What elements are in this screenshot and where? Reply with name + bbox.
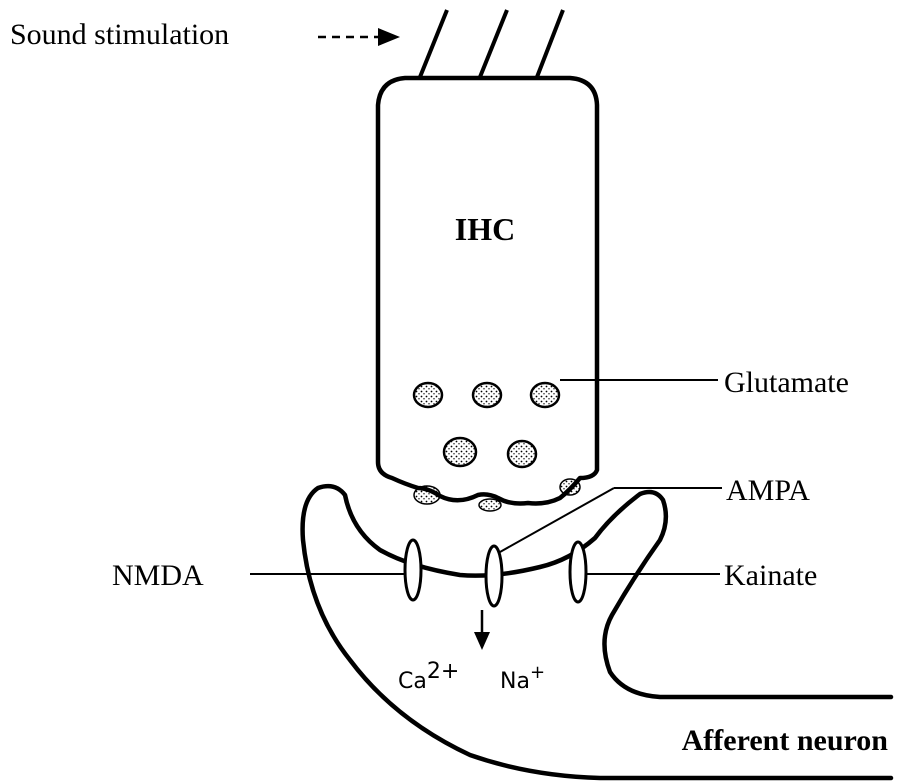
ihc-label: IHC xyxy=(455,211,515,247)
calcium-ion-label: Ca2+ xyxy=(398,659,459,694)
ion-flow-arrow xyxy=(474,610,490,650)
ampa-label: AMPA xyxy=(726,474,810,507)
sound-stimulation-label: Sound stimulation xyxy=(10,18,229,51)
afferent-neuron-label: Afferent neuron xyxy=(682,724,889,757)
inner-hair-cell xyxy=(378,78,597,503)
stereocilia xyxy=(420,10,563,77)
stimulation-arrow xyxy=(318,28,400,46)
sodium-ion-label: Na+ xyxy=(500,662,545,694)
ampa-receptor xyxy=(486,546,502,606)
nmda-receptor xyxy=(405,540,421,600)
kainate-label: Kainate xyxy=(724,559,817,592)
glutamate-label: Glutamate xyxy=(724,366,849,399)
nmda-label: NMDA xyxy=(112,559,204,592)
glutamate-vesicles xyxy=(414,383,580,511)
receptors xyxy=(405,540,586,606)
kainate-receptor xyxy=(570,542,586,602)
